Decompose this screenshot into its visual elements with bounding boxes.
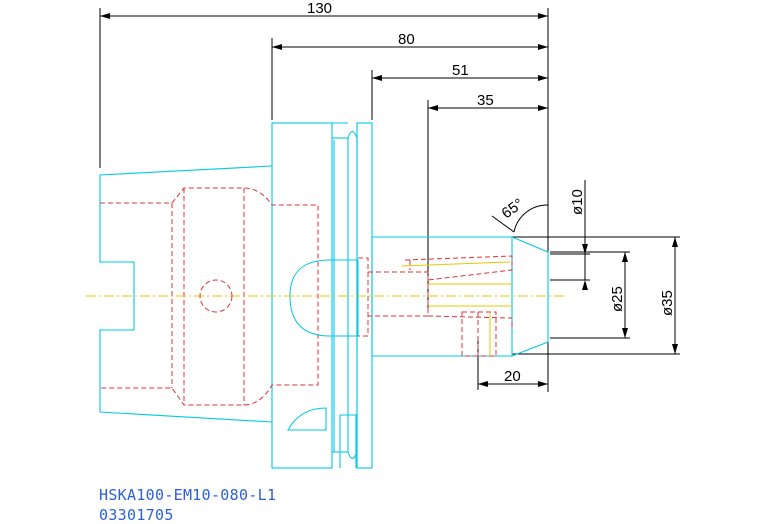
dia-35-label: ø35 [659,290,676,316]
dim-35-label: 35 [477,92,494,109]
dia-10-label: ø10 [569,189,586,215]
dimension-lines [99,8,680,392]
dim-20-label: 20 [504,368,521,385]
part-number: HSKA100-EM10-080-L1 [99,486,277,504]
dim-51-label: 51 [452,62,469,79]
dia-25-label: ø25 [609,286,626,312]
centerlines [86,261,565,356]
dim-80-label: 80 [398,31,415,48]
part-code: 03301705 [99,506,174,524]
dim-130-label: 130 [307,0,332,17]
angle-65-label: 65° [499,195,527,222]
